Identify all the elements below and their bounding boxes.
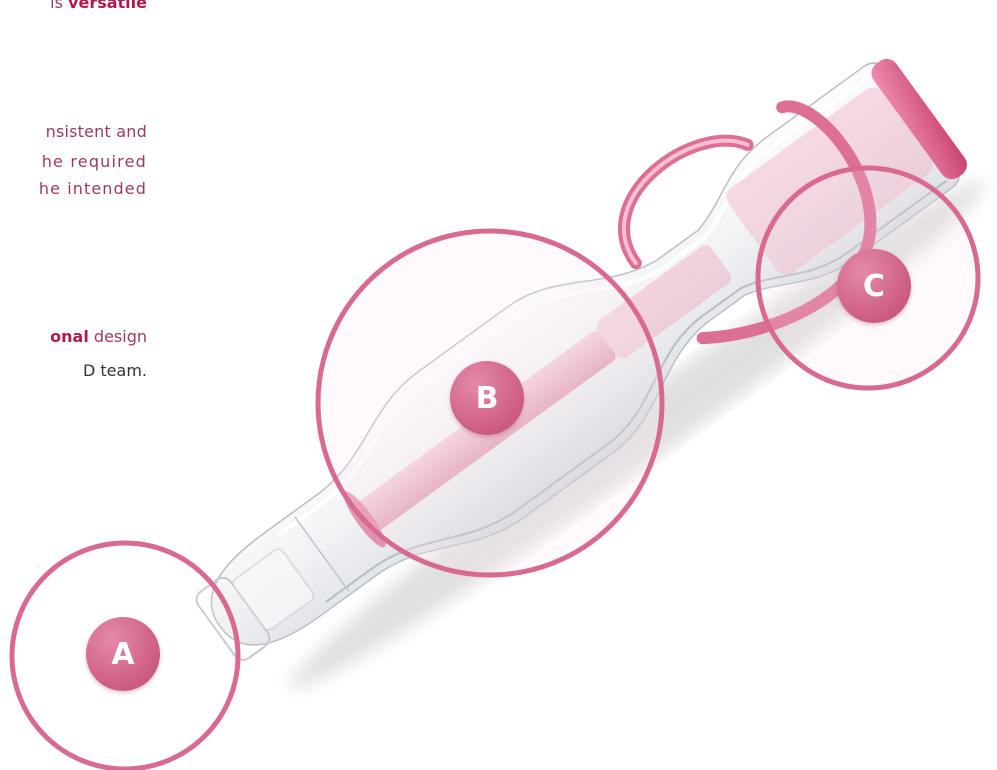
- body-lowlight: [325, 179, 948, 603]
- text-line-5: onal design: [50, 326, 147, 348]
- internal-barrel: [597, 245, 731, 359]
- text-line-2: nsistent and: [45, 122, 147, 141]
- body-highlight: [276, 73, 872, 538]
- ring-line: [294, 516, 350, 592]
- text-line-5-strong: onal: [50, 327, 89, 346]
- right-cap: [871, 58, 967, 180]
- badge-c: C: [837, 249, 911, 323]
- text-line-1-prefix: is: [50, 0, 69, 12]
- text-line-4: he intended: [38, 179, 147, 198]
- text-line-3: he required: [41, 152, 147, 171]
- badge-b: B: [450, 361, 524, 435]
- text-line-1: is versatile: [50, 0, 147, 14]
- badge-a: A: [86, 617, 160, 691]
- left-inner: [232, 548, 315, 631]
- text-line-6: D team.: [83, 361, 147, 380]
- tubing-highlight: [621, 138, 750, 266]
- text-line-5-rest: design: [88, 327, 147, 346]
- right-internal: [726, 87, 933, 275]
- text-line-1-strong: versatile: [68, 0, 147, 12]
